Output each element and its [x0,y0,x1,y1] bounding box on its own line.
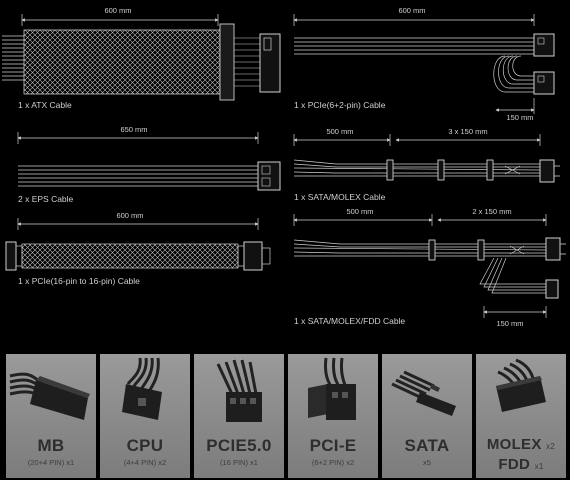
pcie62-length: 600 mm [398,6,425,15]
tile-sata-name: SATA [404,436,450,455]
molex-connector-icon [496,358,546,412]
atx-caption: 1 x ATX Cable [18,100,72,110]
pcie16-caption: 1 x PCIe(16-pin to 16-pin) Cable [18,276,140,286]
pcie-connector-icon [308,357,356,420]
sata-molex-length-a: 500 mm [326,127,353,136]
sata-connector-icon [391,370,456,416]
tile-sata-sub: x5 [423,458,431,467]
tile-cpu-sub: (4+4 PIN) x2 [123,458,167,467]
tile-pcie-name: PCI-E [309,436,357,455]
sata-molex-fdd-length-a: 500 mm [346,207,373,216]
sata-molex-length-b: 3 x 150 mm [448,127,487,136]
atx-cable [2,14,281,101]
tile-molex-qty: x2 [546,442,556,451]
tile-sata: SATA x5 [382,354,472,478]
tile-pcie50-name: PCIE5.0 [206,436,272,455]
pcie62-branch-length: 150 mm [506,113,533,122]
tile-molex-fdd: MOLEX x2 FDD x1 [476,354,566,478]
sata-molex-cable [293,134,560,183]
sata-molex-fdd-cable [293,214,566,318]
sata-molex-fdd-caption: 1 x SATA/MOLEX/FDD Cable [294,316,405,326]
tile-pcie-sub: (6+2 PIN) x2 [311,458,355,467]
tile-pcie50-sub: (16 PIN) x1 [220,458,258,467]
eps-cable [17,132,281,191]
pcie16-length: 600 mm [116,211,143,220]
eps-length: 650 mm [120,125,147,134]
tile-pcie: PCI-E (6+2 PIN) x2 [288,354,378,478]
tile-fdd-name: FDD [498,456,531,473]
pcie62-cable [293,14,555,114]
tile-fdd-qty: x1 [534,462,544,471]
pcie62-caption: 1 x PCIe(6+2-pin) Cable [294,100,386,110]
tile-mb: MB (20+4 PIN) x1 [6,354,96,478]
eps-caption: 2 x EPS Cable [18,194,74,204]
tile-cpu: CPU (4+4 PIN) x2 [100,354,190,478]
tile-mb-name: MB [37,436,65,455]
pcie50-connector-icon [216,359,262,422]
tile-cpu-name: CPU [126,436,164,455]
connector-tiles: MB (20+4 PIN) x1 CPU (4+4 PIN) x2 PCIE5.… [0,348,570,480]
tile-molex-name: MOLEX [486,436,542,453]
atx-length: 600 mm [104,6,131,15]
sata-molex-caption: 1 x SATA/MOLEX Cable [294,192,386,202]
pcie16-cable [5,218,271,271]
cpu-connector-icon [122,357,162,420]
tile-mb-sub: (20+4 PIN) x1 [27,458,75,467]
cable-diagram: 600 mm 1 x ATX Cable 600 mm 150 mm 1 x P… [2,6,566,328]
sata-molex-fdd-branch-length: 150 mm [496,319,523,328]
tile-pcie50: PCIE5.0 (16 PIN) x1 [194,354,284,478]
sata-molex-fdd-length-b: 2 x 150 mm [472,207,511,216]
mb-connector-icon [9,372,90,420]
